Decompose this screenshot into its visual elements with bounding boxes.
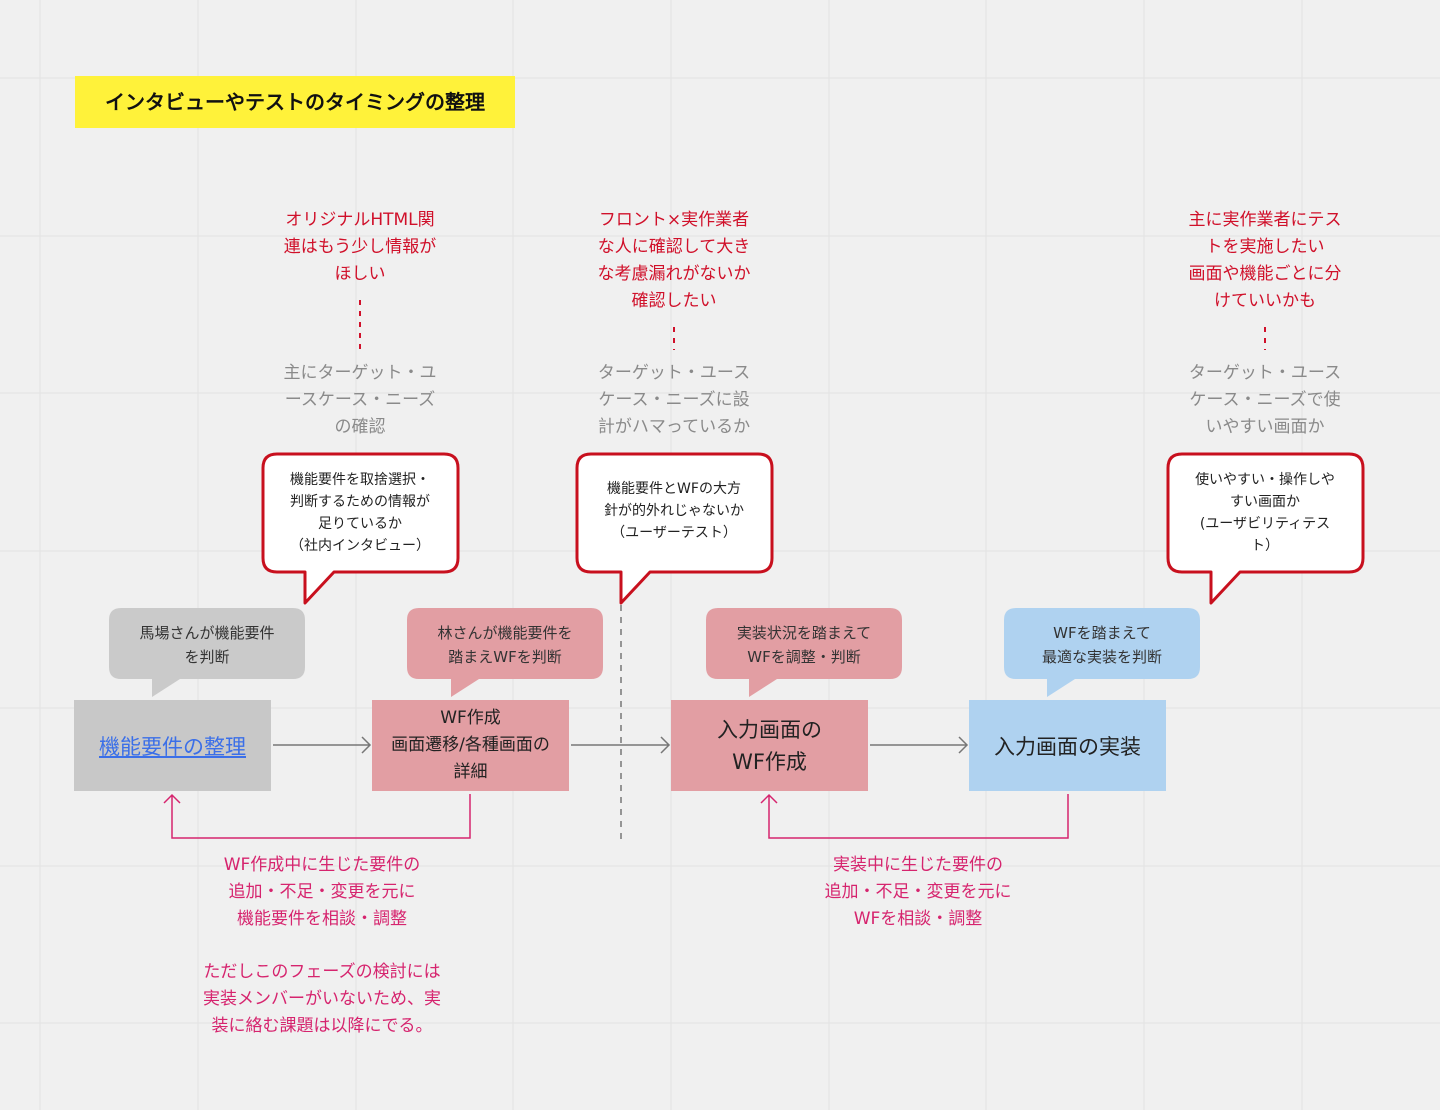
feedback-note-2: 実装中に生じた要件の 追加・不足・変更を元に WFを相談・調整 [824,855,1012,929]
flow-arrow-3 [870,736,969,754]
step-box-1 [74,700,271,791]
step-note-4: WFを踏まえて 最適な実装を判断 [1041,624,1162,666]
footnote: ただしこのフェーズの検討には 実装メンバーがいないため、実 装に絡む課題は以降に… [203,962,441,1036]
concern-note-3: 主に実作業者にテス トを実施したい 画面や機能ごとに分 けていいかも [1188,210,1342,311]
check-note-3: ターゲット・ユース ケース・ニーズで使 いやすい画面か [1188,363,1342,437]
note-bubble-3 [706,608,902,697]
flow-arrow-1 [273,736,372,754]
step-box-4 [969,700,1166,791]
step-note-3: 実装状況を踏まえて WFを調整・判断 [736,624,872,666]
callout-bubble-1 [261,452,460,605]
callout-text-2: 機能要件とWFの大方 針が的外れじゃないか （ユーザーテスト） [604,481,744,541]
step-note-2: 林さんが機能要件を 踏まえWFを判断 [437,624,573,666]
diagram-title: インタビューやテストのタイミングの整理 [75,76,515,128]
note-bubble-1 [109,608,305,697]
concern-note-2: フロント×実作業者 な人に確認して大き な考慮漏れがないか 確認したい [597,210,751,311]
step-note-1: 馬場さんが機能要件 を判断 [139,624,275,666]
step-3-label: 入力画面の WF作成 [717,717,822,774]
step-box-2 [372,700,569,791]
callout-text-3: 使いやすい・操作しや すい画面か (ユーザビリティテス ト） [1195,472,1335,554]
concern-note-1: オリジナルHTML関 連はもう少し情報が ほしい [283,210,437,284]
feedback-note-1: WF作成中に生じた要件の 追加・不足・変更を元に 機能要件を相談・調整 [223,855,421,929]
feedback-arrow-2 [760,793,1069,839]
note-bubble-4 [1004,608,1200,697]
callout-text-1: 機能要件を取捨選択・ 判断するための情報が 足りているか （社内インタビュー） [290,472,430,554]
check-note-2: ターゲット・ユース ケース・ニーズに設 計がハマっているか [597,363,751,437]
step-1: 機能要件の整理 [74,700,271,791]
callout-bubble-2 [575,452,774,605]
feedback-arrow-1 [163,793,471,839]
check-note-1: 主にターゲット・ユ ースケース・ニーズ の確認 [283,363,437,437]
step-2-label: WF作成 画面遷移/各種画面の 詳細 [391,708,550,782]
note-bubble-2 [407,608,603,697]
flow-arrow-2 [571,736,671,754]
step-box-3 [671,700,868,791]
callout-bubble-3 [1166,452,1365,605]
step-1-link[interactable]: 機能要件の整理 [99,734,246,759]
step-4-label: 入力画面の実装 [994,734,1141,759]
